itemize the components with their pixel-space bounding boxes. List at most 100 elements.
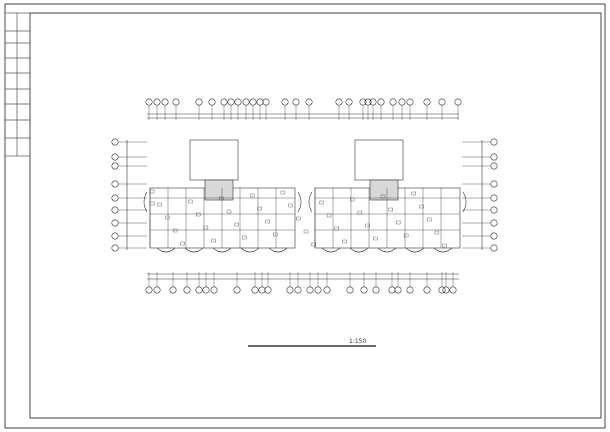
axis-bubble-bottom [346, 286, 354, 294]
axis-bubble-top [377, 98, 385, 106]
axis-bubble-top [389, 98, 397, 106]
axis-bubble-top [220, 98, 228, 106]
fixture [403, 233, 409, 238]
fixture [334, 226, 339, 231]
balcony-arc [433, 247, 453, 253]
axis-bubble-bottom [169, 286, 177, 294]
axis-bubble-bottom [183, 286, 191, 294]
axis-bubble-right [490, 162, 498, 170]
axis-bubble-bottom [360, 286, 368, 294]
axis-bubble-bottom [233, 286, 241, 294]
axis-bubble-left [111, 138, 119, 146]
fixture [242, 235, 247, 240]
stair-core [189, 139, 239, 181]
axis-bubble-bottom [423, 286, 431, 294]
balcony-arc [405, 247, 425, 253]
fixture [373, 236, 378, 241]
fixture [234, 222, 239, 227]
axis-bubble-left [111, 153, 119, 161]
fixture [280, 190, 286, 195]
fixture [196, 212, 201, 217]
fixture [211, 238, 216, 243]
fixture [180, 241, 185, 246]
axis-bubble-bottom [323, 286, 331, 294]
axis-bubble-bottom [449, 286, 457, 294]
axis-bubble-top [234, 98, 242, 106]
fixture [326, 213, 332, 218]
axis-bubble-bottom [306, 286, 314, 294]
fixture [319, 200, 324, 205]
fixture [150, 201, 155, 206]
axis-bubble-top [208, 98, 216, 106]
fixture [157, 202, 162, 207]
fixture [288, 203, 293, 208]
axis-bubble-left [111, 206, 119, 214]
balcony-arc [349, 247, 369, 253]
balcony-arc [377, 247, 397, 253]
balcony-arc [212, 247, 232, 253]
fixture [226, 209, 232, 214]
fixture [396, 220, 401, 225]
axis-bubble-top [359, 98, 367, 106]
fixture [357, 210, 363, 215]
scale-label: 1:150 [349, 338, 366, 345]
axis-bubble-bottom [388, 286, 396, 294]
axis-bubble-bottom [202, 286, 210, 294]
axis-bubble-bottom [372, 286, 380, 294]
balcony-arc [240, 247, 260, 253]
axis-bubble-top [406, 98, 414, 106]
axis-bubble-left [111, 180, 119, 188]
axis-bubble-left [111, 194, 119, 202]
axis-bubble-top [438, 98, 446, 106]
axis-bubble-right [490, 232, 498, 240]
axis-bubble-left [111, 162, 119, 170]
axis-bubble-top [195, 98, 203, 106]
fixture [342, 239, 347, 244]
stair-core [354, 139, 404, 181]
axis-bubble-top [423, 98, 431, 106]
axis-bubble-bottom [264, 286, 272, 294]
balcony-arc [268, 247, 288, 253]
axis-bubble-top [262, 98, 270, 106]
axis-bubble-top [249, 98, 257, 106]
axis-bubble-top [398, 98, 406, 106]
bay-window [143, 191, 148, 213]
axis-bubble-top [345, 98, 353, 106]
fixture [411, 191, 416, 196]
floor-plan [111, 98, 498, 294]
fixture [350, 197, 355, 202]
axis-bubble-bottom [258, 286, 266, 294]
core-hatch [369, 179, 399, 201]
fixture [172, 228, 178, 233]
fixture [249, 193, 255, 198]
axis-bubble-bottom [314, 286, 322, 294]
axis-bubble-bottom [153, 286, 161, 294]
fixture [442, 243, 447, 248]
axis-bubble-top [292, 98, 300, 106]
balcony-arc [321, 247, 341, 253]
axis-bubble-top [153, 98, 161, 106]
fixture [303, 229, 309, 234]
axis-bubble-bottom [294, 286, 302, 294]
fixture [388, 207, 393, 212]
axis-bubble-bottom [195, 286, 203, 294]
fixture [219, 196, 224, 201]
fixture [165, 215, 170, 220]
axis-bubble-right [490, 180, 498, 188]
axis-bubble-left [111, 244, 119, 252]
axis-bubble-bottom [442, 286, 450, 294]
axis-bubble-top [335, 98, 343, 106]
axis-bubble-top [364, 98, 372, 106]
fixture [273, 232, 278, 237]
axis-bubble-bottom [394, 286, 402, 294]
fixture [365, 223, 370, 228]
fixture [427, 217, 432, 222]
axis-bubble-right [490, 206, 498, 214]
fixture [257, 206, 262, 211]
title-block-strip [4, 12, 31, 157]
axis-bubble-left [111, 232, 119, 240]
balcony-arc [184, 247, 204, 253]
axis-bubble-top [369, 98, 377, 106]
fixture [188, 199, 193, 204]
